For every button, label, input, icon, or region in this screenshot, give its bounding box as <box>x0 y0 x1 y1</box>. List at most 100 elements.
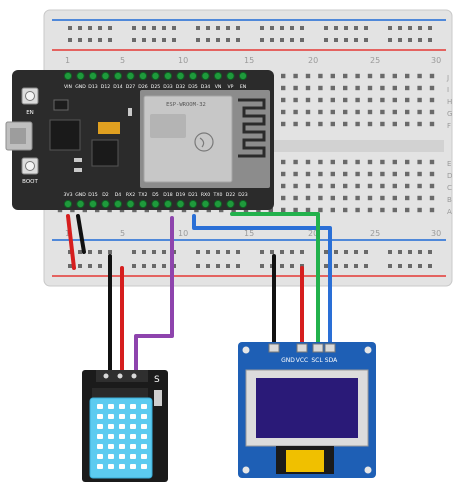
rail-hole <box>172 38 176 42</box>
esp32-bottom-pin[interactable] <box>201 199 210 209</box>
breadboard-hole <box>318 109 323 115</box>
esp32-bottom-pin[interactable] <box>188 199 198 209</box>
breadboard-hole <box>305 73 311 79</box>
esp32-top-pin[interactable] <box>226 71 235 81</box>
esp32-top-pin[interactable] <box>151 71 160 81</box>
esp32-bottom-pin[interactable] <box>138 199 148 209</box>
esp32-top-pin[interactable] <box>176 71 185 81</box>
rail-hole <box>260 38 264 42</box>
rail-hole <box>88 26 92 30</box>
esp32-bottom-pin-label: D5 <box>152 192 159 198</box>
breadboard-hole <box>355 171 360 177</box>
esp32-top-pin[interactable] <box>201 71 210 81</box>
dht-pin-2[interactable] <box>117 373 123 379</box>
dht-vent-grid <box>97 404 147 469</box>
rail-hole <box>388 264 392 268</box>
esp32-bottom-pin[interactable] <box>63 199 73 209</box>
esp32-top-pin[interactable] <box>101 71 110 81</box>
esp32-top-pin-label: D13 <box>88 84 97 90</box>
dht-vent-slot <box>141 424 147 429</box>
esp32-bottom-pin-label: D23 <box>238 192 247 198</box>
esp32-bottom-pin-label: RX0 <box>201 192 210 198</box>
breadboard-hole <box>380 159 385 165</box>
wire-oled-scl[interactable] <box>230 212 320 350</box>
rail-hole <box>162 250 166 254</box>
breadboard-hole <box>330 121 335 127</box>
rail-hole <box>132 250 136 254</box>
rail-hole <box>132 26 136 30</box>
breadboard-hole <box>281 97 286 103</box>
esp32-bottom-pin[interactable] <box>176 199 185 209</box>
esp32-top-pin-label: VN <box>215 84 222 90</box>
rail-hole <box>398 38 402 42</box>
breadboard-hole <box>417 195 422 201</box>
rail-hole <box>418 26 422 30</box>
wire-3v3-to-red-rail[interactable] <box>66 214 76 270</box>
rail-hole <box>132 264 136 268</box>
esp32-top-pin[interactable] <box>138 71 148 81</box>
esp32-top-pin[interactable] <box>238 71 248 81</box>
oled-pin[interactable] <box>296 343 308 353</box>
rail-hole <box>98 38 102 42</box>
esp32-top-pin[interactable] <box>163 71 173 81</box>
rail-hole <box>334 264 338 268</box>
dht-vent-slot <box>141 464 147 469</box>
breadboard-hole <box>429 97 435 103</box>
esp32-top-pin[interactable] <box>113 71 123 81</box>
esp32-top-pin[interactable] <box>76 71 85 81</box>
esp32-top-pin-label: D26 <box>138 84 147 90</box>
breadboard-hole <box>343 171 348 177</box>
rail-hole <box>206 250 210 254</box>
esp32-bottom-pin[interactable] <box>76 199 85 209</box>
esp32-top-pin[interactable] <box>88 71 98 81</box>
rail-hole <box>260 250 264 254</box>
dht-pin-3[interactable] <box>131 373 137 379</box>
breadboard-hole <box>429 109 435 115</box>
rail-hole <box>344 264 348 268</box>
esp32-bottom-pin[interactable] <box>88 199 98 209</box>
breadboard-hole <box>343 195 348 201</box>
esp32-bottom-pin[interactable] <box>213 199 223 209</box>
wire-gnd-to-blue-rail[interactable] <box>76 214 86 254</box>
esp32-top-pin[interactable] <box>213 71 223 81</box>
rail-hole <box>290 38 294 42</box>
oled-pin[interactable] <box>312 343 324 353</box>
esp32-top-pin-label: GND <box>75 84 86 90</box>
oled-pin-header <box>268 343 336 353</box>
rail-hole <box>334 250 338 254</box>
dht-pin-1[interactable] <box>103 373 109 379</box>
breadboard-hole <box>343 109 348 115</box>
esp32-bottom-pin[interactable] <box>226 199 235 209</box>
rail-hole <box>142 264 146 268</box>
wire-dht-data[interactable] <box>134 216 174 372</box>
esp32-top-pin[interactable] <box>63 71 73 81</box>
esp32-bottom-pin-label: D19 <box>176 192 185 198</box>
dht-vent-slot <box>108 454 114 459</box>
esp32-top-pin-label: D14 <box>113 84 122 90</box>
wire-oled-sda[interactable] <box>192 214 332 350</box>
esp32-bottom-pin[interactable] <box>113 199 123 209</box>
oled-pin[interactable] <box>324 343 336 353</box>
breadboard-hole <box>281 171 286 177</box>
esp32-bottom-pin[interactable] <box>163 199 173 209</box>
esp32-bottom-pin[interactable] <box>101 199 110 209</box>
esp32-bottom-pin[interactable] <box>238 199 248 209</box>
rail-hole <box>364 38 368 42</box>
row-label-b: B <box>447 196 452 204</box>
breadboard-hole <box>305 159 311 165</box>
rail-hole <box>142 38 146 42</box>
small-ic <box>53 99 69 111</box>
esp32-bottom-pin[interactable] <box>126 199 135 209</box>
esp32-top-pin[interactable] <box>126 71 135 81</box>
breadboard-hole <box>429 171 435 177</box>
dht-vent-slot <box>130 434 136 439</box>
rail-hole <box>280 264 284 268</box>
oled-pin[interactable] <box>268 343 280 353</box>
esp32-top-pin[interactable] <box>188 71 198 81</box>
breadboard-hole <box>293 109 298 115</box>
rail-hole <box>280 26 284 30</box>
wires <box>66 212 332 372</box>
breadboard-hole <box>355 183 360 189</box>
esp32-bottom-pin[interactable] <box>151 199 160 209</box>
